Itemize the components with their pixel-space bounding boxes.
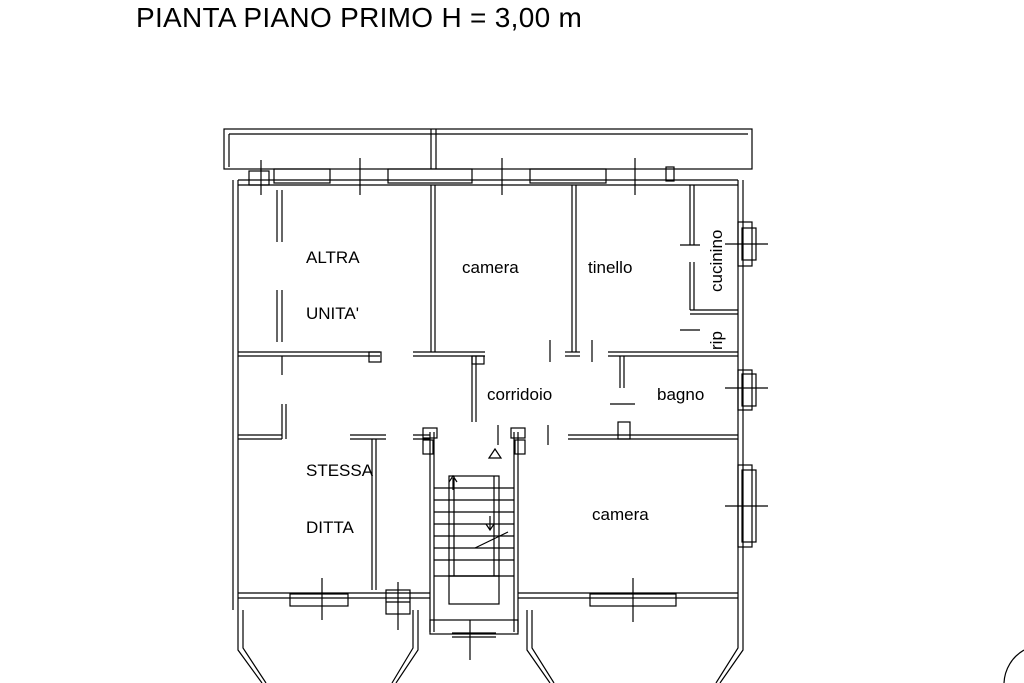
interior-walls bbox=[238, 185, 738, 590]
label-ditta: DITTA bbox=[306, 518, 355, 537]
right-windows bbox=[725, 221, 768, 548]
plan-title: PIANTA PIANO PRIMO H = 3,00 m bbox=[136, 2, 583, 33]
stairwell bbox=[422, 427, 526, 660]
label-corridoio: corridoio bbox=[487, 385, 552, 404]
right-balcony bbox=[526, 610, 744, 683]
bottom-windows bbox=[289, 578, 677, 630]
label-unita: UNITA' bbox=[306, 304, 359, 323]
label-rip: rip bbox=[707, 331, 726, 350]
top-windows bbox=[248, 158, 675, 195]
label-bagno: bagno bbox=[657, 385, 704, 404]
top-terrace bbox=[223, 128, 753, 170]
label-cucinino: cucinino bbox=[707, 230, 726, 292]
label-altra: ALTRA bbox=[306, 248, 360, 267]
label-camera-top: camera bbox=[462, 258, 519, 277]
label-camera-bottom: camera bbox=[592, 505, 649, 524]
north-arrow-arc bbox=[1003, 649, 1024, 683]
label-stessa: STESSA bbox=[306, 461, 374, 480]
left-balcony bbox=[237, 610, 419, 683]
room-labels: ALTRA UNITA' camera tinello cucinino rip… bbox=[306, 230, 726, 537]
label-tinello: tinello bbox=[588, 258, 632, 277]
